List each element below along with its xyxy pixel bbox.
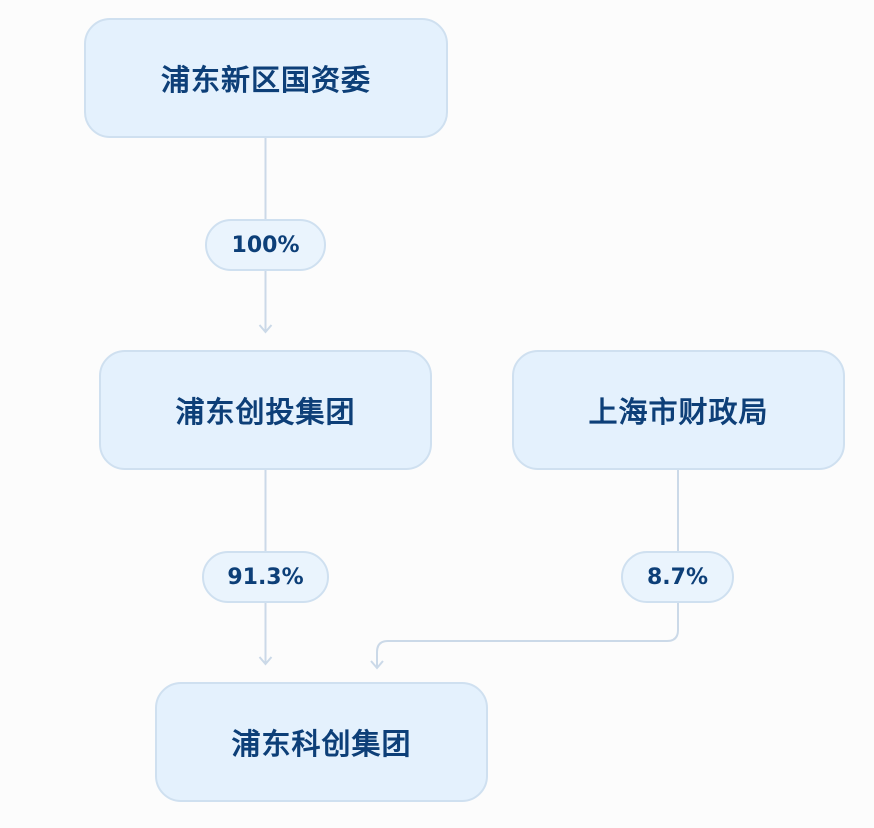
node-shanghai-finance-bureau: 上海市财政局: [512, 350, 845, 470]
edge-label-venture-to-tech-text: 91.3%: [227, 564, 304, 590]
node-pudong-venture-group-label: 浦东创投集团: [175, 395, 356, 429]
node-shanghai-finance-bureau-label: 上海市财政局: [588, 395, 769, 429]
edge-label-finance-to-tech-text: 8.7%: [646, 564, 708, 590]
edge-label-finance-to-tech: 8.7%: [621, 551, 734, 603]
edge-label-venture-to-tech: 91.3%: [202, 551, 329, 603]
node-pudong-tech-group: 浦东科创集团: [155, 682, 488, 802]
edge-label-sasac-to-venture: 100%: [205, 219, 326, 271]
edge-label-sasac-to-venture-text: 100%: [231, 232, 300, 258]
node-pudong-sasac-label: 浦东新区国资委: [160, 63, 371, 97]
arrowhead-finance-to-tech: [370, 660, 384, 670]
node-pudong-venture-group: 浦东创投集团: [99, 350, 432, 470]
edge-finance-to-tech: [376, 470, 679, 668]
arrowhead-venture-to-tech: [258, 656, 273, 666]
node-pudong-sasac: 浦东新区国资委: [84, 18, 448, 138]
arrowhead-sasac-to-venture: [258, 324, 273, 334]
node-pudong-tech-group-label: 浦东科创集团: [231, 727, 412, 761]
